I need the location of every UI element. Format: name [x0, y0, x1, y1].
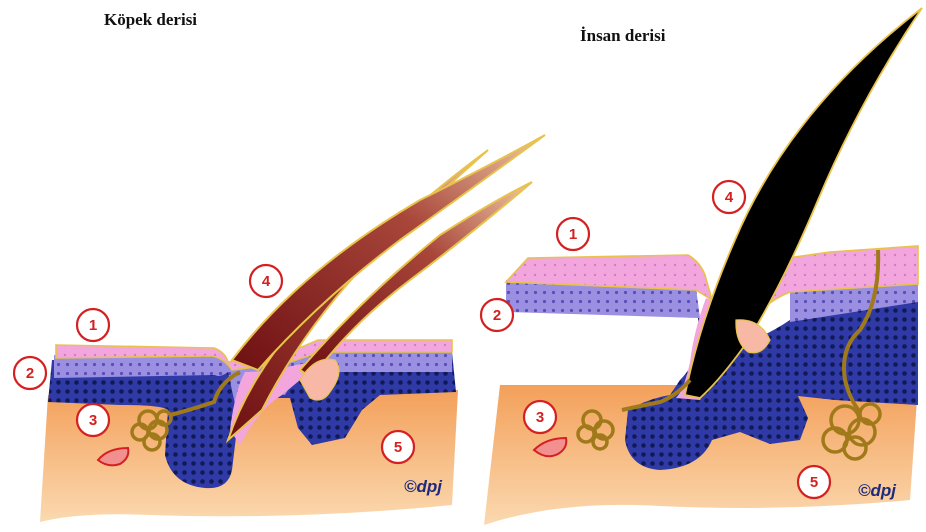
human-signature: ©dpj: [858, 481, 897, 500]
svg-text:5: 5: [810, 474, 818, 491]
dog-hair-secondary: [232, 135, 545, 370]
human-skin-section: [484, 8, 922, 525]
human-callout-1: 1: [557, 218, 589, 250]
svg-text:4: 4: [262, 273, 271, 290]
svg-text:5: 5: [394, 439, 402, 456]
dog-callout-1: 1: [77, 309, 109, 341]
dog-callout-2: 2: [14, 357, 46, 389]
dog-callout-3: 3: [77, 404, 109, 436]
svg-text:4: 4: [725, 189, 734, 206]
dog-callout-5: 5: [382, 431, 414, 463]
svg-text:3: 3: [89, 412, 97, 429]
svg-text:2: 2: [493, 307, 501, 324]
human-callout-3: 3: [524, 401, 556, 433]
dog-signature: ©dpj: [404, 477, 443, 496]
svg-text:2: 2: [26, 365, 34, 382]
svg-text:3: 3: [536, 409, 544, 426]
svg-text:1: 1: [569, 226, 577, 243]
human-callout-4: 4: [713, 181, 745, 213]
human-callout-2: 2: [481, 299, 513, 331]
svg-text:1: 1: [89, 317, 97, 334]
human-callout-5: 5: [798, 466, 830, 498]
dog-callout-4: 4: [250, 265, 282, 297]
dog-skin-section: [40, 135, 545, 522]
